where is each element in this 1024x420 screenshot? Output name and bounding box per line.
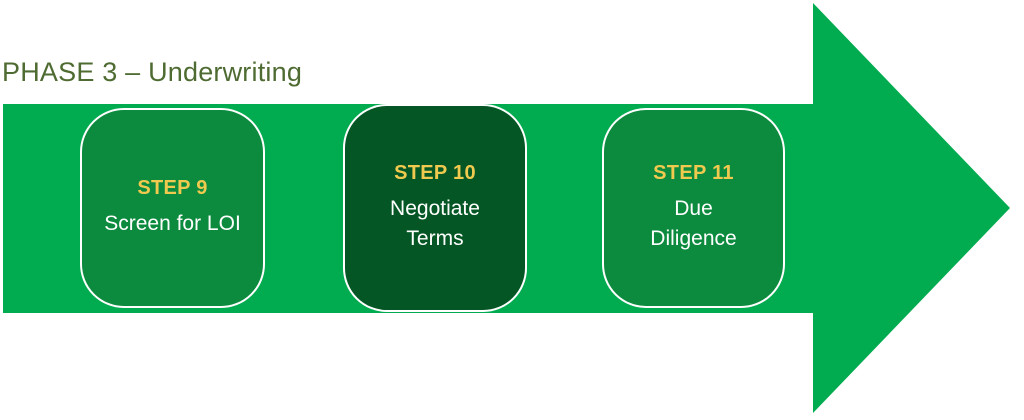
step-box-10: STEP 10 Negotiate Terms <box>343 104 527 312</box>
step-9-label: STEP 9 <box>137 176 208 199</box>
step-10-label: STEP 10 <box>394 161 476 184</box>
phase-title: PHASE 3 – Underwriting <box>2 57 303 87</box>
step-11-label: STEP 11 <box>653 161 734 184</box>
step-10-description: Negotiate Terms <box>390 196 480 250</box>
step-9-description: Screen for LOI <box>104 211 241 235</box>
step-11-description: Due Diligence <box>650 196 737 250</box>
step-box-9: STEP 9 Screen for LOI <box>80 108 265 308</box>
step-box-11: STEP 11 Due Diligence <box>602 108 785 308</box>
